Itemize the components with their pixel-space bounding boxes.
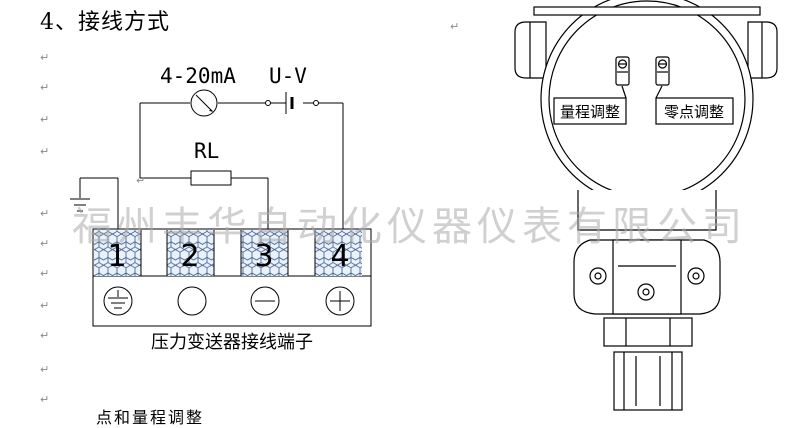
- terminal-block: [92, 228, 372, 327]
- document-canvas: 4-20mA U-V RL 1 2 3 4 压力变送器接线端子: [70, 0, 778, 411]
- supply-terminal-left: [265, 100, 271, 106]
- paragraph-mark: ↵: [40, 299, 50, 312]
- supply-terminal-right: [313, 100, 319, 106]
- supply-label: U-V: [269, 64, 307, 88]
- paragraph-mark: ↵: [40, 237, 50, 250]
- terminal-3-number: 3: [254, 239, 273, 274]
- ammeter-icon: [190, 89, 218, 117]
- terminal-2-blank-icon: [177, 286, 207, 316]
- paragraph-mark: ↵: [40, 81, 50, 94]
- paragraph-mark: ↵: [40, 51, 50, 64]
- terminal-caption: 压力变送器接线端子: [151, 332, 313, 353]
- paragraph-mark: ↵: [40, 145, 50, 158]
- paragraph-mark: ↵: [40, 113, 50, 126]
- watermark-text: 福州丰华自动化仪器仪表有限公司: [72, 204, 747, 250]
- zero-label-box: [655, 97, 734, 125]
- terminal-4-plus-icon: [325, 286, 355, 316]
- housing-neck: [577, 190, 717, 231]
- zero-adjust-label: 零点调整: [664, 103, 724, 121]
- paragraph-mark: ↵: [40, 393, 50, 406]
- wiring-diagram: [70, 102, 344, 230]
- load-resistor: [190, 170, 232, 186]
- hex-nut: [603, 317, 693, 347]
- paragraph-mark: ↵: [40, 207, 50, 220]
- terminal-4-number: 4: [330, 239, 349, 274]
- section-heading: 4、接线方式: [40, 10, 170, 35]
- load-label: RL: [194, 139, 219, 163]
- terminal-2-housing: [167, 230, 214, 276]
- range-label-box: [553, 97, 627, 125]
- terminal-1-ground-icon: [103, 286, 133, 316]
- terminal-1-housing: [94, 230, 141, 276]
- current-label: 4-20mA: [160, 64, 236, 88]
- range-adjust-label: 量程调整: [560, 103, 620, 121]
- paragraph-mark: ↵: [40, 329, 50, 342]
- terminal-1-number: 1: [107, 239, 126, 274]
- partial-text-line: 点和量程调整: [96, 408, 205, 427]
- paragraph-mark: ↵: [450, 20, 460, 33]
- paragraph-mark: ↵: [40, 267, 50, 280]
- battery-icon: [285, 92, 294, 114]
- paragraph-mark: ↵: [40, 363, 50, 376]
- terminal-4-housing: [315, 230, 362, 276]
- terminal-2-number: 2: [180, 239, 199, 274]
- process-stem: [613, 351, 683, 411]
- terminal-3-minus-icon: [250, 286, 280, 316]
- paragraph-mark: ↵: [136, 174, 146, 187]
- terminal-3-housing: [241, 230, 288, 276]
- transmitter-drawing: [514, 0, 778, 411]
